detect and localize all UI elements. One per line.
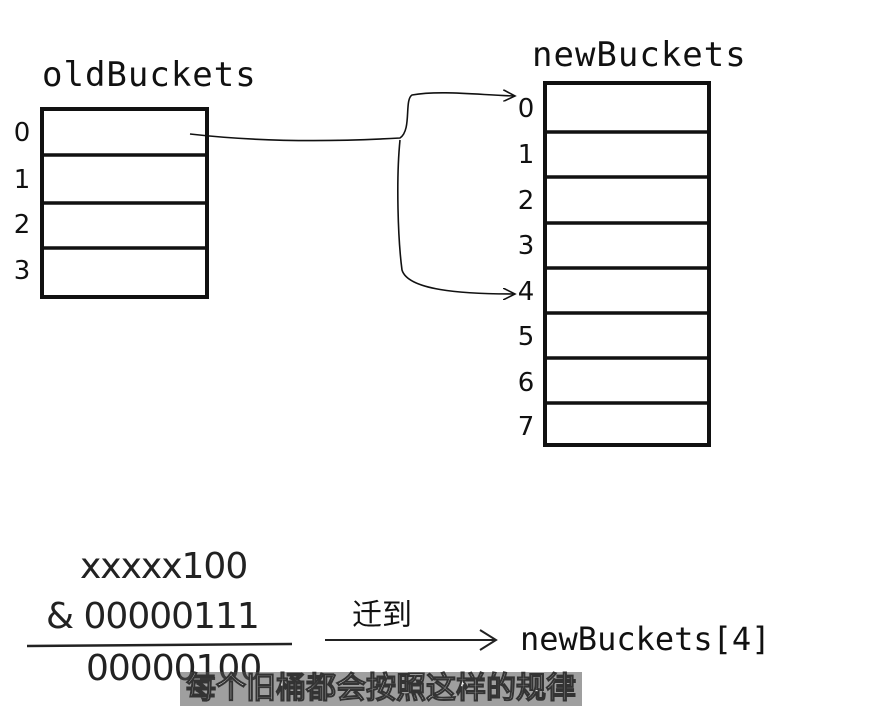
old-bucket-index: 3 bbox=[13, 256, 31, 286]
video-subtitle: 每个旧桶都会按照这样的规律 bbox=[180, 671, 582, 706]
new-bucket-index: 4 bbox=[517, 277, 535, 307]
old-bucket-index: 0 bbox=[13, 118, 31, 148]
new-buckets-table bbox=[543, 81, 711, 447]
old-buckets-table bbox=[40, 107, 209, 299]
migrate-arrow-head bbox=[479, 629, 498, 651]
migration-arrow-to-bucket-0 bbox=[189, 93, 515, 142]
new-bucket-index: 3 bbox=[517, 231, 535, 261]
migrate-target: newBuckets[4] bbox=[520, 620, 771, 658]
new-bucket-index: 0 bbox=[517, 94, 535, 124]
migration-arrow-to-bucket-4 bbox=[397, 139, 515, 294]
new-bucket-index: 6 bbox=[517, 368, 535, 398]
new-buckets-title: newBuckets bbox=[532, 35, 747, 75]
formula-divider bbox=[26, 642, 293, 648]
mask-value: & 00000111 bbox=[46, 596, 260, 637]
migrate-label: 迁到 bbox=[352, 598, 412, 633]
new-bucket-index: 2 bbox=[517, 186, 535, 216]
new-bucket-index: 1 bbox=[517, 140, 535, 170]
old-bucket-index: 1 bbox=[13, 165, 31, 195]
hash-value: xxxxx100 bbox=[80, 546, 248, 587]
old-buckets-title: oldBuckets bbox=[42, 55, 257, 95]
old-bucket-index: 2 bbox=[13, 210, 31, 240]
new-bucket-index: 7 bbox=[517, 412, 535, 442]
new-bucket-index: 5 bbox=[517, 322, 535, 352]
